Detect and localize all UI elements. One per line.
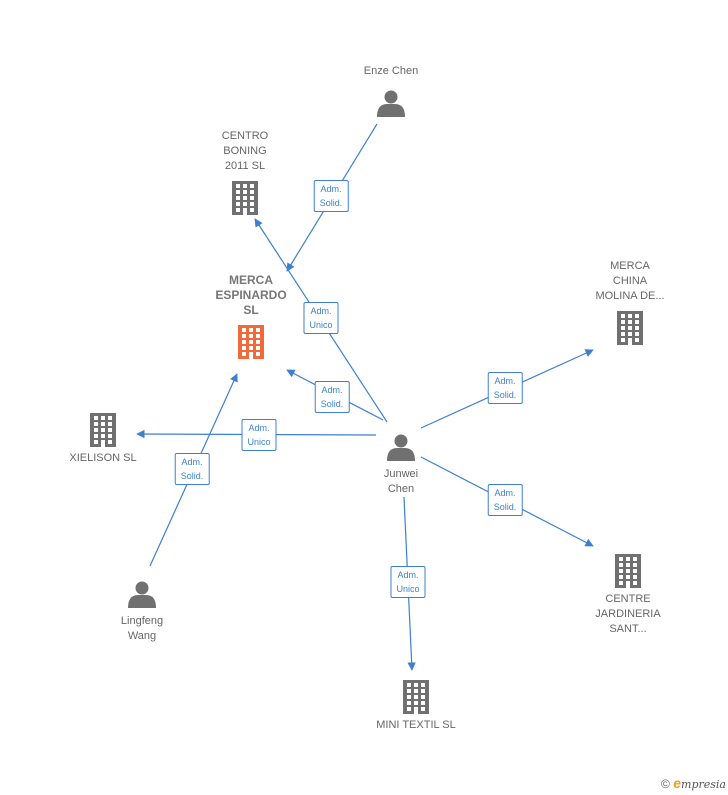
edge-label-line: Adm.: [494, 376, 516, 386]
edge-label-line: Solid.: [180, 471, 204, 481]
node-label-line: Chen: [387, 483, 415, 495]
edge-label-line: Unico: [247, 437, 271, 447]
node-label-centre[interactable]: CENTRE JARDINERIA SANT...: [595, 592, 660, 637]
node-label-line: JARDINERIA: [595, 608, 661, 620]
node-label-xielison[interactable]: XIELISON SL: [69, 451, 136, 466]
person-icon-enze[interactable]: [377, 90, 405, 118]
edge-label-junwei-to-xielison[interactable]: Adm. Unico: [241, 419, 277, 451]
edge-label-junwei-to-centro[interactable]: Adm. Unico: [303, 302, 339, 334]
edge-label-enze-to-merca_esp[interactable]: Adm. Solid.: [313, 180, 349, 212]
edge-label-line: Solid.: [319, 198, 343, 208]
node-label-line: SL: [243, 303, 259, 317]
building-icon-mini[interactable]: [403, 680, 429, 714]
copyright-symbol: ©: [661, 777, 670, 791]
node-label-line: Enze Chen: [363, 65, 419, 77]
edge-label-line: Solid.: [320, 399, 344, 409]
edge-label-line: Unico: [309, 320, 333, 330]
edge-label-line: Solid.: [493, 502, 517, 512]
footer-brand[interactable]: © empresia: [661, 775, 726, 791]
node-label-centro[interactable]: CENTRO BONING 2011 SL: [222, 129, 268, 174]
building-icon-centro[interactable]: [232, 181, 258, 215]
edge-label-line: Adm.: [321, 385, 343, 395]
building-icon-xielison[interactable]: [90, 413, 116, 447]
empresia-logo-icon: e: [673, 775, 682, 791]
node-label-line: XIELISON SL: [69, 452, 137, 464]
edge-label-junwei-to-merca_esp[interactable]: Adm. Solid.: [314, 381, 350, 413]
person-icon-lingfeng[interactable]: [128, 581, 156, 609]
node-label-line: Wang: [127, 630, 157, 642]
edge-label-junwei-to-centre[interactable]: Adm. Solid.: [487, 484, 523, 516]
edge-label-lingfeng-to-merca_esp[interactable]: Adm. Solid.: [174, 453, 210, 485]
node-label-line: CENTRO: [221, 130, 269, 142]
node-label-line: Lingfeng: [120, 615, 164, 627]
building-icon-merca_esp[interactable]: [238, 325, 264, 359]
edge-label-line: Adm.: [310, 306, 332, 316]
edge-label-line: Adm.: [397, 570, 419, 580]
edge-label-line: Unico: [396, 584, 420, 594]
brand-name: mpresia: [681, 778, 726, 791]
node-label-line: MINI TEXTIL SL: [376, 719, 456, 731]
person-icon-junwei[interactable]: [387, 434, 415, 462]
node-label-merca_china[interactable]: MERCA CHINA MOLINA DE...: [595, 259, 664, 304]
node-label-line: MERCA: [610, 260, 650, 272]
edge-label-line: Adm.: [320, 184, 342, 194]
node-label-line: CHINA: [612, 275, 648, 287]
node-label-line: BONING: [223, 145, 267, 157]
building-icon-merca_china[interactable]: [617, 311, 643, 345]
edge-label-line: Adm.: [181, 457, 203, 467]
building-icon-centre[interactable]: [615, 554, 641, 588]
edge-label-line: Adm.: [248, 423, 270, 433]
node-label-mini[interactable]: MINI TEXTIL SL: [376, 718, 455, 733]
node-label-line: ESPINARDO: [215, 288, 287, 302]
edge-label-line: Adm.: [494, 488, 516, 498]
node-label-line: CENTRE: [605, 593, 651, 605]
edge-label-line: Solid.: [493, 390, 517, 400]
edge-label-junwei-to-mini[interactable]: Adm. Unico: [390, 566, 426, 598]
node-label-line: MOLINA DE...: [595, 290, 665, 302]
node-label-line: MERCA: [229, 273, 273, 287]
node-label-enze[interactable]: Enze Chen: [364, 64, 418, 79]
node-label-line: SANT...: [609, 623, 647, 635]
node-label-line: 2011 SL: [224, 160, 266, 172]
edge-label-junwei-to-merca_china[interactable]: Adm. Solid.: [487, 372, 523, 404]
node-label-line: Junwei: [383, 468, 419, 480]
